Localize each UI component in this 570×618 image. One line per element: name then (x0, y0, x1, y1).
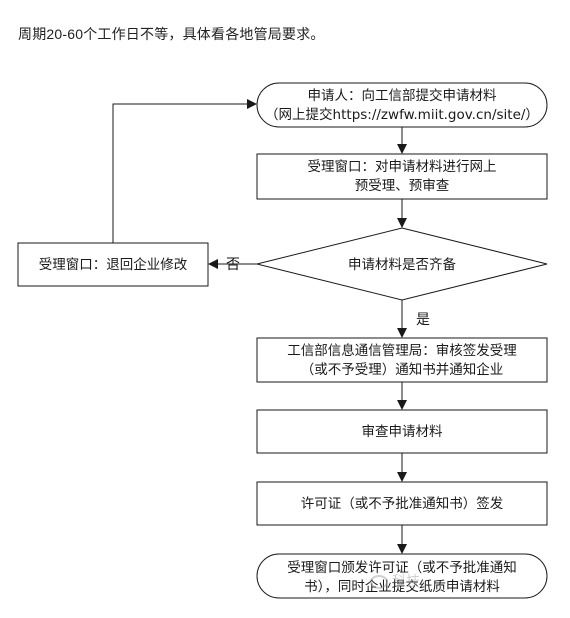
watermark: 科技 (370, 571, 420, 591)
sign-node: 许可证（或不予批准通知书）签发 (256, 481, 548, 526)
start-node: 申请人：向工信部提交申请材料 （网上提交https://zwfw.miit.go… (256, 82, 548, 128)
issue-node-line1: 受理窗口颁发许可证（或不予批准通知 (287, 559, 517, 576)
watermark-logo-icon (370, 575, 388, 590)
notify-node-line1: 工信部信息通信管理局：审核签发受理 (287, 342, 517, 359)
decision-node: 申请材料是否齐备 (256, 227, 548, 301)
arrow-return-to-start (112, 99, 257, 243)
review-node-text: 审查申请材料 (362, 424, 443, 440)
notify-node: 工信部信息通信管理局：审核签发受理 （或不予受理）通知书并通知企业 (256, 337, 548, 383)
sign-node-text: 许可证（或不予批准通知书）签发 (301, 495, 504, 512)
decision-node-text: 申请材料是否齐备 (348, 256, 456, 273)
issue-node: 受理窗口颁发许可证（或不予批准通知 书），同时企业提交纸质申请材料 (256, 553, 548, 599)
edge-label-yes: 是 (416, 312, 430, 328)
prereview-node: 受理窗口：对申请材料进行网上 预受理、预审查 (256, 153, 548, 200)
edge-label-no: 否 (226, 257, 240, 273)
watermark-text: 科技 (392, 573, 420, 589)
start-node-line1: 申请人：向工信部提交申请材料 (308, 87, 497, 104)
start-node-line2: （网上提交https://zwfw.miit.gov.cn/site/） (265, 106, 539, 123)
prereview-node-line1: 受理窗口：对申请材料进行网上 (308, 158, 497, 175)
notify-node-line2: （或不予受理）通知书并通知企业 (301, 361, 504, 378)
intro-text: 周期20-60个工作日不等，具体看各地管局要求。 (18, 26, 325, 42)
prereview-node-line2: 预受理、预审查 (355, 178, 450, 194)
issue-node-line2: 书），同时企业提交纸质申请材料 (304, 578, 500, 595)
return-node-text: 受理窗口：退回企业修改 (39, 256, 188, 273)
return-node: 受理窗口：退回企业修改 (17, 242, 209, 287)
review-node: 审查申请材料 (256, 409, 548, 454)
